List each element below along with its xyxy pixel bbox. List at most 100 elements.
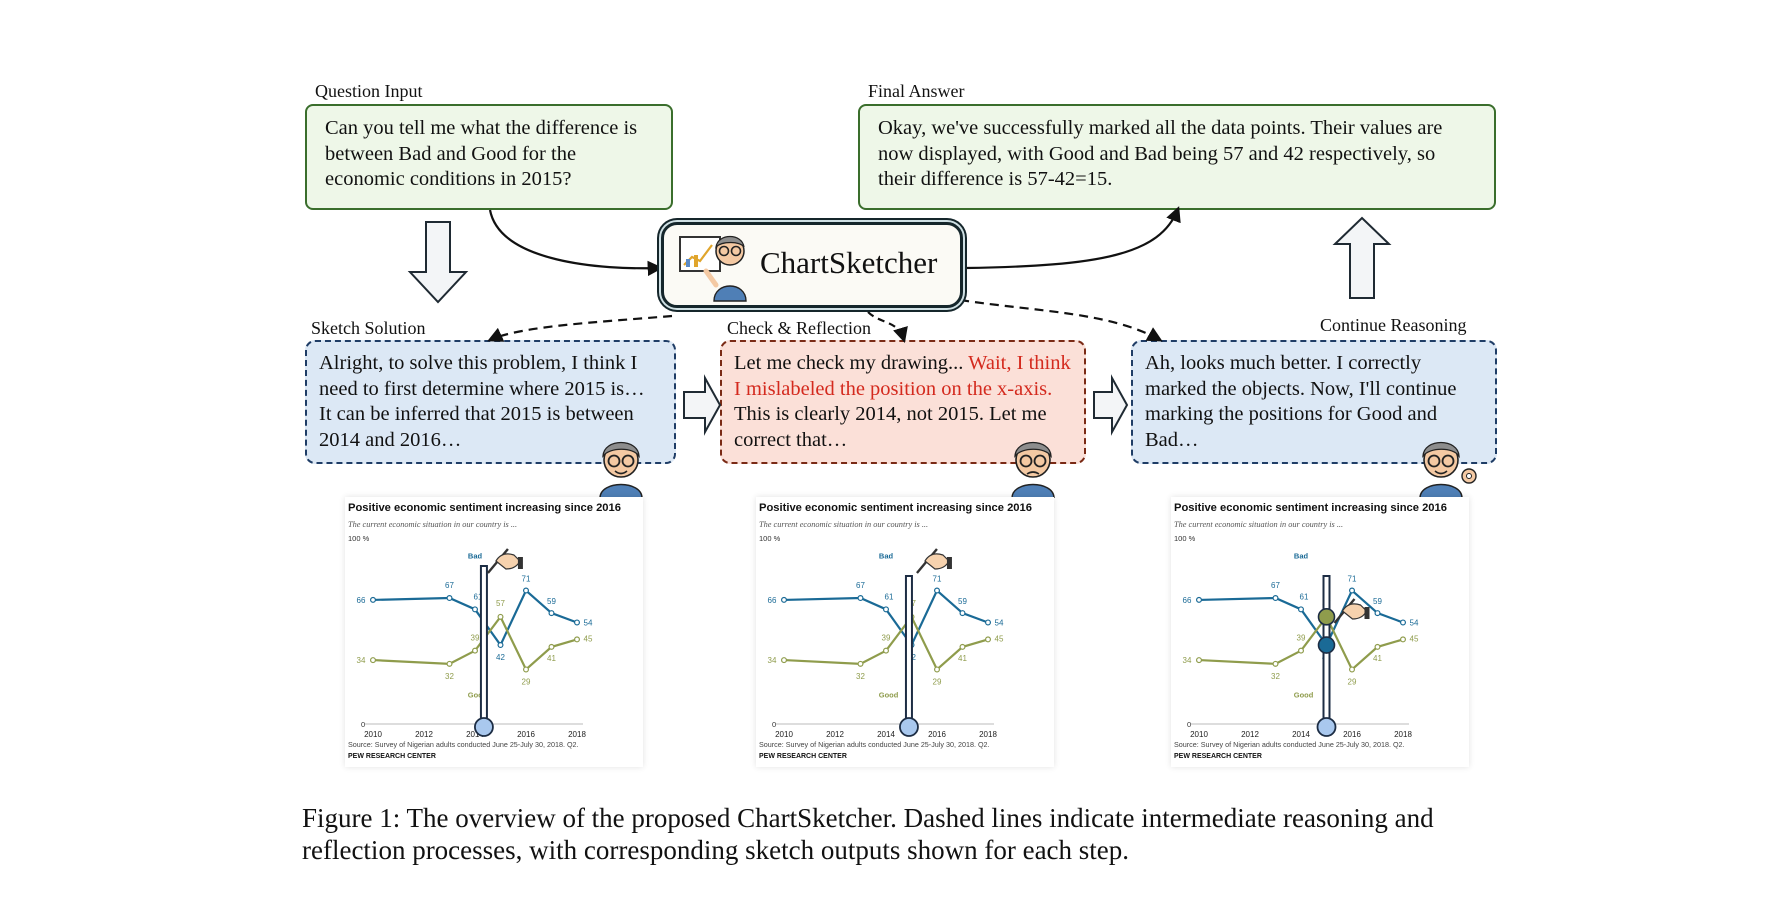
data-label: 59: [958, 597, 967, 606]
value-marker-dot: [1317, 608, 1336, 626]
series-name-good: Good: [468, 691, 488, 700]
chart-subtitle: The current economic situation in our co…: [759, 520, 929, 529]
data-label: 67: [1271, 581, 1280, 590]
x-tick-label: 2014: [466, 730, 484, 739]
data-point: [882, 606, 889, 613]
chart-panel-1: Positive economic sentiment increasing s…: [345, 497, 643, 767]
question-text: Can you tell me what the difference is b…: [325, 117, 638, 190]
data-label: 59: [547, 597, 556, 606]
x-tick-label: 2012: [1241, 730, 1259, 739]
data-point: [523, 666, 530, 673]
chart-org: PEW RESEARCH CENTER: [348, 753, 436, 760]
pencil-hand-icon: [916, 548, 952, 574]
data-label: 39: [471, 634, 480, 643]
hand-shape: [924, 553, 950, 570]
chart-org: PEW RESEARCH CENTER: [1174, 753, 1262, 760]
hand-cuff: [1364, 607, 1370, 619]
data-point: [1272, 595, 1279, 602]
x-tick-label: 2018: [1394, 730, 1412, 739]
x-tick-label: 2014: [877, 730, 895, 739]
x-tick-label: 2010: [775, 730, 793, 739]
marker-rod: [904, 575, 913, 721]
data-label: 45: [1410, 634, 1419, 643]
data-point: [1349, 587, 1356, 594]
x-tick-label: 2012: [826, 730, 844, 739]
sketch-solution-text: Alright, to solve this problem, I think …: [319, 352, 645, 451]
data-label: 32: [856, 672, 865, 681]
data-point: [934, 666, 941, 673]
chart-title: Positive economic sentiment increasing s…: [348, 502, 621, 514]
data-label: 32: [1271, 672, 1280, 681]
data-point: [1297, 606, 1304, 613]
x-tick-label: 2018: [568, 730, 586, 739]
y-tick-bottom: 0: [772, 720, 776, 729]
data-point: [985, 636, 992, 643]
chart-subtitle: The current economic situation in our co…: [1174, 520, 1344, 529]
data-point: [1374, 643, 1381, 650]
series-name-bad: Bad: [879, 552, 894, 561]
final-answer-label: Final Answer: [868, 81, 965, 101]
chartsketcher-title-box: ChartSketcher: [661, 222, 963, 308]
x-tick-label: 2014: [1292, 730, 1310, 739]
data-point: [471, 606, 478, 613]
data-point: [574, 636, 581, 643]
data-label: 29: [1348, 677, 1357, 686]
data-label: 32: [445, 672, 454, 681]
hand-cuff: [517, 557, 523, 569]
pencil-hand-icon: [487, 548, 523, 574]
x-tick-label: 2016: [928, 730, 946, 739]
x-tick-label: 2016: [517, 730, 535, 739]
hand-cuff: [946, 557, 952, 569]
data-point: [1272, 660, 1279, 667]
data-point: [1349, 666, 1356, 673]
data-point: [1400, 619, 1407, 626]
data-label: 39: [882, 634, 891, 643]
arrow-question-to-sketcher: [488, 209, 664, 277]
data-label: 66: [768, 596, 777, 605]
y-tick-bottom: 0: [361, 720, 365, 729]
hollow-arrow-right-1: [683, 374, 722, 436]
data-label: 67: [445, 581, 454, 590]
avatar-worried: [1011, 442, 1055, 498]
data-label: 29: [933, 677, 942, 686]
pencil-hand-icon: [1333, 598, 1370, 624]
data-point: [497, 613, 504, 620]
data-point: [857, 595, 864, 602]
data-point: [370, 657, 377, 664]
answer-text: Okay, we've successfully marked all the …: [878, 117, 1443, 190]
x-tick-label: 2012: [415, 730, 433, 739]
sketch-solution-label: Sketch Solution: [311, 318, 426, 338]
chart-source: Source: Survey of Nigerian adults conduc…: [1174, 740, 1405, 749]
x-tick-label: 2010: [1190, 730, 1208, 739]
arrow-sketcher-to-answer: [964, 206, 1181, 270]
data-point: [985, 619, 992, 626]
question-input-label: Question Input: [315, 81, 423, 101]
marker-ball: [1316, 717, 1337, 737]
data-label: 71: [933, 575, 942, 584]
data-point: [548, 643, 555, 650]
data-point: [1196, 657, 1203, 664]
data-point: [574, 619, 581, 626]
chart-subtitle: The current economic situation in our co…: [348, 520, 518, 529]
data-label: 67: [856, 581, 865, 590]
chart-panel-3: Positive economic sentiment increasing s…: [1171, 497, 1469, 767]
chart-svg: 100 %02010201220142016201866676142715954…: [1174, 534, 1419, 739]
data-point: [934, 587, 941, 594]
x-tick-label: 2016: [1343, 730, 1361, 739]
data-label: 42: [496, 653, 505, 662]
arrow-sketcher-to-check: [867, 311, 908, 343]
data-point: [857, 660, 864, 667]
data-point: [1374, 610, 1381, 617]
hollow-arrow-down: [407, 221, 469, 304]
data-label: 41: [1373, 654, 1382, 663]
data-label: 29: [522, 677, 531, 686]
data-point: [446, 660, 453, 667]
data-point: [959, 610, 966, 617]
data-label: 34: [1183, 656, 1192, 665]
data-label: 54: [995, 618, 1004, 627]
data-label: 66: [357, 596, 366, 605]
data-label: 45: [995, 634, 1004, 643]
hollow-arrow-right-2: [1093, 374, 1129, 436]
data-point: [1400, 636, 1407, 643]
